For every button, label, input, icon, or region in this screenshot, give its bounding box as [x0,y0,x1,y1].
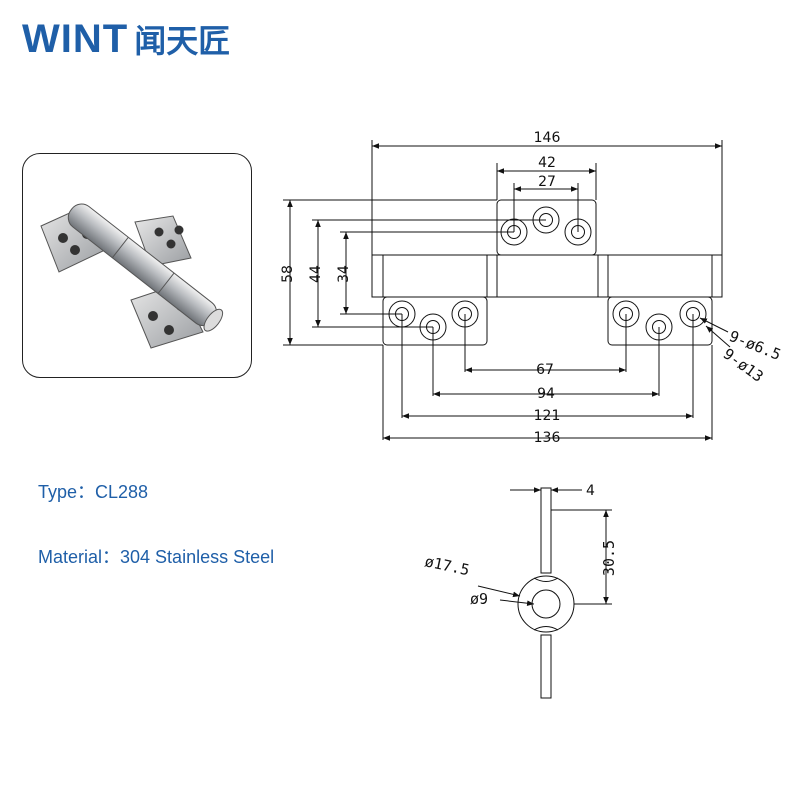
type-label: Type：CL288 [38,482,149,502]
side-pin-hole [531,589,561,619]
side-leaf-lower [540,634,552,699]
side-leaf-upper [540,487,552,574]
dim-pin-dia: ø9 [470,590,488,608]
dim-height: 58 [280,265,296,283]
dim-offset: 30.5 [600,540,618,576]
dim-hole-pitch-67: 67 [536,362,554,378]
top-leaf-outline [496,199,597,256]
material-label: Material：304 Stainless Steel [38,547,275,567]
product-photo [22,153,252,378]
hinge-photo-illustration [40,203,224,349]
front-view [283,140,731,441]
dim-top-leaf-width: 42 [538,155,556,171]
dim-knuckle-outer: ø17.5 [423,552,471,579]
dim-top-hole-pitch: 27 [538,174,556,190]
dim-hole-pitch-94: 94 [537,386,555,402]
dim-bottom-width: 136 [534,430,561,446]
brand-latin: WINT [22,16,129,61]
dim-overall-width: 146 [534,130,561,146]
side-view-dimensions: 4 30.5 ø17.5 ø9 [423,483,618,608]
brand-cjk: 闻天匠 [134,22,231,60]
barrel-outline [371,254,723,298]
dim-hole-pitch-121: 121 [534,408,561,424]
brand-logo: WINT 闻天匠 [22,14,230,64]
side-view [477,487,612,699]
dim-thickness: 4 [586,483,595,499]
dim-height-hole: 34 [336,265,352,283]
dim-height-inner: 44 [308,265,324,283]
